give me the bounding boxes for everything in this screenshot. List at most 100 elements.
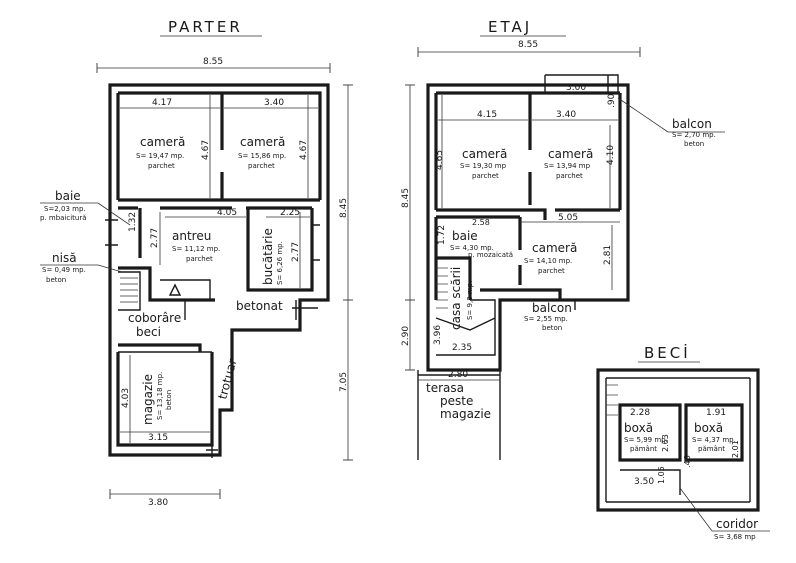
etaj-dim-cam1-v: 4.65 xyxy=(435,150,445,170)
parter-dim-top: 8.55 xyxy=(203,57,223,67)
parter-baie-callout-name: baie xyxy=(55,189,81,203)
etaj-dim-left-lower: 2.90 xyxy=(401,326,411,346)
beci-dim-v2: .46 xyxy=(683,455,692,468)
etaj-dim-cam3-v: 2.81 xyxy=(603,245,613,265)
etaj-baie-name: baie xyxy=(452,229,478,243)
etaj-dim-left-side: 8.45 xyxy=(401,188,411,208)
etaj-camera1-floor: parchet xyxy=(472,172,499,180)
beci-title: BECİ xyxy=(644,343,691,362)
etaj-terasa-line3: magazie xyxy=(440,407,491,421)
etaj-balcon-callout-floor: beton xyxy=(684,140,704,148)
etaj-balcon-mic-name: balcon xyxy=(532,301,572,315)
parter-magazie-name: magazie xyxy=(141,374,155,425)
beci-boxa1-area: S= 5,99 mp. xyxy=(624,436,668,444)
etaj-camera1-name: cameră xyxy=(462,147,507,161)
parter-dim-antreu-v: 2.77 xyxy=(150,228,160,248)
parter-dim-right-room: 3.40 xyxy=(264,98,284,108)
parter-bucatarie-area: S= 6,26 mp. xyxy=(276,241,284,285)
beci-plan: BECİ 2.28 1.91 2.63 2.01 3.50 1.05 .46 b… xyxy=(596,343,770,541)
beci-dim-boxa2-w: 1.91 xyxy=(706,408,726,418)
parter-dim-antreu-w: 4.05 xyxy=(217,208,237,218)
parter-dim-left-room: 4.17 xyxy=(152,98,172,108)
etaj-dim-top: 8.55 xyxy=(518,40,538,50)
parter-dim-right-side: 8.45 xyxy=(339,198,349,218)
etaj-dim-casa-w: 2.35 xyxy=(452,343,472,353)
etaj-balcon-callout-area: S= 2,70 mp. xyxy=(672,131,716,139)
parter-baie-callout-floor: p. mbaicitură xyxy=(40,214,87,222)
parter-camera1-floor: parchet xyxy=(148,162,175,170)
etaj-dim-cam3-w: 5.05 xyxy=(558,213,578,223)
parter-trotuar-label: trotuar xyxy=(215,357,239,401)
etaj-title: ETAJ xyxy=(488,18,532,36)
parter-betonat-label: betonat xyxy=(236,299,283,313)
parter-plan: PARTER 8.55 4.17 3. xyxy=(40,18,353,508)
parter-bucatarie-name: bucătărie xyxy=(261,228,275,285)
etaj-outer-walls xyxy=(426,83,630,372)
etaj-plan: ETAJ 8.55 3.00 .90 4.15 xyxy=(401,18,725,460)
etaj-dim-stair-v: 3.96 xyxy=(433,325,443,345)
etaj-camera3-area: S= 14,10 mp. xyxy=(524,257,572,265)
parter-camera2-name: cameră xyxy=(240,135,285,149)
etaj-balcon-mic-area: S= 2,55 mp. xyxy=(524,315,568,323)
etaj-camera1-area: S= 19,30 mp xyxy=(460,162,507,170)
parter-dim-baie-v: 1.32 xyxy=(128,212,138,232)
parter-dim-buc-w: 2.25 xyxy=(280,208,300,218)
parter-nisa-callout-floor: beton xyxy=(46,276,66,284)
etaj-terasa-line1: terasa xyxy=(426,381,464,395)
parter-dim-buc-v: 2.77 xyxy=(291,242,301,262)
beci-dim-v1: 1.05 xyxy=(657,466,666,484)
beci-boxa1-name: boxă xyxy=(624,421,653,435)
etaj-scari-area: S= 9,3 mp. xyxy=(466,281,474,320)
etaj-balcon-mic-floor: beton xyxy=(542,324,562,332)
parter-camera1-area: S= 19,47 mp. xyxy=(136,152,184,160)
beci-boxa2-floor: pământ xyxy=(698,445,725,453)
parter-camera2-floor: parchet xyxy=(248,162,275,170)
parter-baie-callout-area: S=2,03 mp. xyxy=(44,205,86,213)
etaj-scari-name: casa scării xyxy=(449,267,463,330)
beci-coridor-callout-area: S= 3,68 mp xyxy=(714,533,756,541)
etaj-dim-baie-v: 1.72 xyxy=(437,225,447,245)
parter-coborare-line2: beci xyxy=(136,325,161,339)
beci-outer-walls xyxy=(596,368,760,512)
etaj-dim-baie-w: 2.58 xyxy=(472,218,490,227)
parter-camera2-area: S= 15,86 mp. xyxy=(238,152,286,160)
parter-dim-mag-v: 4.03 xyxy=(121,388,131,408)
beci-dim-boxa2-v: 2.01 xyxy=(731,440,740,458)
beci-boxa1-floor: pământ xyxy=(630,445,657,453)
parter-title: PARTER xyxy=(168,18,243,36)
beci-dim-bottom: 3.50 xyxy=(634,477,654,487)
parter-nisa-callout-area: S= 0,49 mp. xyxy=(42,266,86,274)
parter-dim-mag-w: 3.15 xyxy=(148,433,168,443)
parter-coborare-line1: coborâre xyxy=(128,311,181,325)
parter-antreu-area: S= 11,12 mp. xyxy=(172,245,220,253)
etaj-camera3-name: cameră xyxy=(532,241,577,255)
beci-boxa2-name: boxă xyxy=(694,421,723,435)
etaj-camera2-floor: parchet xyxy=(556,172,583,180)
parter-dim-cam2-v: 4.67 xyxy=(299,140,309,160)
etaj-camera2-name: cameră xyxy=(548,147,593,161)
etaj-camera2-area: S= 13,94 mp xyxy=(544,162,591,170)
etaj-dim-balcony-d: .90 xyxy=(607,93,617,108)
parter-dim-cam1-v: 4.67 xyxy=(201,140,211,160)
parter-dim-right-lower: 7.05 xyxy=(339,372,349,392)
parter-magazie-floor: beton xyxy=(165,390,173,410)
parter-dim-bottom: 3.80 xyxy=(148,498,168,508)
parter-outer-walls xyxy=(108,83,330,457)
parter-magazie-area: S= 13,18 mp. xyxy=(156,372,164,420)
beci-coridor-callout-name: coridor xyxy=(716,517,758,531)
etaj-baie-floor: p. mozaicată xyxy=(468,251,513,259)
parter-camera1-name: cameră xyxy=(140,135,185,149)
etaj-dim-left-room: 4.15 xyxy=(477,110,497,120)
etaj-dim-cam2-v: 4.10 xyxy=(606,145,616,165)
parter-nisa-callout-name: nisă xyxy=(52,251,77,265)
etaj-camera3-floor: parchet xyxy=(538,267,565,275)
etaj-dim-right-room: 3.40 xyxy=(556,110,576,120)
etaj-balcon-callout-name: balcon xyxy=(672,117,712,131)
beci-dim-boxa1-w: 2.28 xyxy=(630,408,650,418)
parter-antreu-floor: parchet xyxy=(186,255,213,263)
parter-antreu-name: antreu xyxy=(172,229,211,243)
beci-boxa2-area: S= 4,37 mp. xyxy=(692,436,736,444)
beci-dim-boxa1-v: 2.63 xyxy=(661,434,670,452)
etaj-baie-area: S= 4,30 mp. xyxy=(450,244,494,252)
